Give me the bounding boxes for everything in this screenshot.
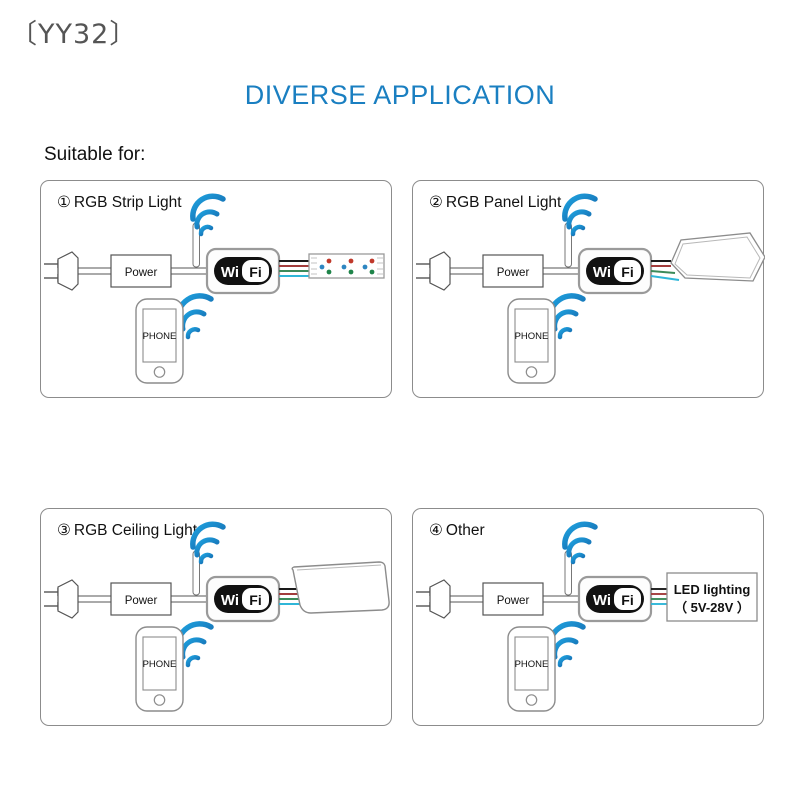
wifi-logo-text-right: Fi — [249, 592, 261, 608]
rgb-output-wires — [651, 588, 667, 605]
rgb-output-wires — [279, 260, 309, 277]
wifi-logo-badge — [586, 257, 644, 285]
power-label: Power — [497, 267, 530, 279]
phone-home-button — [153, 694, 166, 706]
power-supply-box — [110, 582, 172, 616]
wifi-logo-text-left: Wi — [593, 264, 611, 281]
plug-prongs — [44, 260, 59, 282]
wifi-controller-body — [205, 247, 281, 295]
rgb-output-wires — [279, 588, 303, 605]
power-supply-box — [482, 582, 544, 616]
wifi-controller-body — [577, 575, 653, 623]
page-title: DIVERSE APPLICATION — [244, 80, 556, 110]
phone-label: PHONE — [515, 659, 549, 670]
power-label: Power — [125, 267, 158, 279]
panel-4-index: ④ — [429, 521, 443, 539]
phone-label: PHONE — [143, 659, 177, 670]
power-plug-body — [57, 579, 79, 619]
wifi-logo-badge — [214, 257, 272, 285]
wifi-signal-icon-top — [562, 521, 598, 565]
wifi-signal-icon-phone — [175, 621, 214, 668]
phone-home-button — [153, 366, 166, 378]
led-lighting-line-1: LED lighting — [674, 582, 751, 597]
panel-3-label: RGB Ceiling Light — [73, 522, 198, 539]
plug-prongs — [44, 588, 59, 610]
wifi-logo-chip — [242, 588, 269, 610]
ceiling-light-fixture — [291, 561, 390, 614]
led-strip — [308, 253, 385, 279]
panel-2-label: RGB Panel Light — [445, 194, 562, 211]
wifi-signal-icon-phone — [547, 293, 586, 340]
panel-2-diagram: Power Wi Fi — [413, 181, 765, 399]
panel-4-diagram: Power Wi Fi — [413, 509, 765, 727]
panel-1-label: RGB Strip Light — [73, 194, 182, 211]
phone-home-button — [525, 694, 538, 706]
led-lighting-line-2: （ 5V-28V ） — [674, 600, 750, 615]
wifi-logo-text-right: Fi — [249, 264, 261, 280]
suitable-for-label: Suitable for: — [44, 144, 146, 165]
panel-3-diagram: Power Wi Fi — [41, 509, 393, 727]
phone-label: PHONE — [515, 331, 549, 342]
panel-4-label: Other — [445, 522, 485, 539]
wifi-logo-text-right: Fi — [621, 264, 633, 280]
phone-label: PHONE — [143, 331, 177, 342]
antenna — [564, 550, 572, 596]
phone-device: PHONE — [507, 626, 556, 712]
wifi-controller-body — [577, 247, 653, 295]
wifi-signal-icon-top — [190, 521, 226, 565]
wifi-controller-body — [205, 575, 281, 623]
antenna — [192, 222, 200, 268]
wifi-signal-icon-phone — [547, 621, 586, 668]
plug-prongs — [416, 260, 431, 282]
wifi-logo-chip — [614, 588, 641, 610]
phone-device: PHONE — [507, 298, 556, 384]
panel-1-index: ① — [57, 193, 71, 211]
panel-1-diagram: Power Wi Fi — [41, 181, 393, 399]
wifi-signal-icon-top — [562, 193, 598, 237]
wifi-logo-text-left: Wi — [221, 592, 239, 609]
panel-2-index: ② — [429, 193, 443, 211]
phone-home-button — [525, 366, 538, 378]
power-plug-body — [429, 251, 451, 291]
led-lighting-box: LED lighting （ 5V-28V ） — [666, 572, 758, 622]
wifi-logo-text-left: Wi — [221, 264, 239, 281]
rgb-output-wires — [650, 260, 680, 281]
plug-prongs — [416, 588, 431, 610]
antenna — [564, 222, 572, 268]
wifi-signal-icon-phone — [175, 293, 214, 340]
panel-3-index: ③ — [57, 521, 71, 539]
antenna — [192, 550, 200, 596]
flat-panel-light — [670, 232, 765, 282]
led-dots — [319, 258, 375, 275]
wifi-logo-chip — [614, 260, 641, 282]
phone-device: PHONE — [135, 298, 184, 384]
power-supply-box — [482, 254, 544, 288]
wifi-logo-badge — [214, 585, 272, 613]
model-code-label: 〔YY32〕 — [10, 19, 138, 50]
power-label: Power — [497, 595, 530, 607]
wifi-logo-text-right: Fi — [621, 592, 633, 608]
power-supply-box — [110, 254, 172, 288]
power-label: Power — [125, 595, 158, 607]
wifi-logo-badge — [586, 585, 644, 613]
wifi-logo-text-left: Wi — [593, 592, 611, 609]
wifi-signal-icon-top — [190, 193, 226, 237]
wifi-logo-chip — [242, 260, 269, 282]
power-plug-body — [429, 579, 451, 619]
power-plug-body — [57, 251, 79, 291]
phone-device: PHONE — [135, 626, 184, 712]
